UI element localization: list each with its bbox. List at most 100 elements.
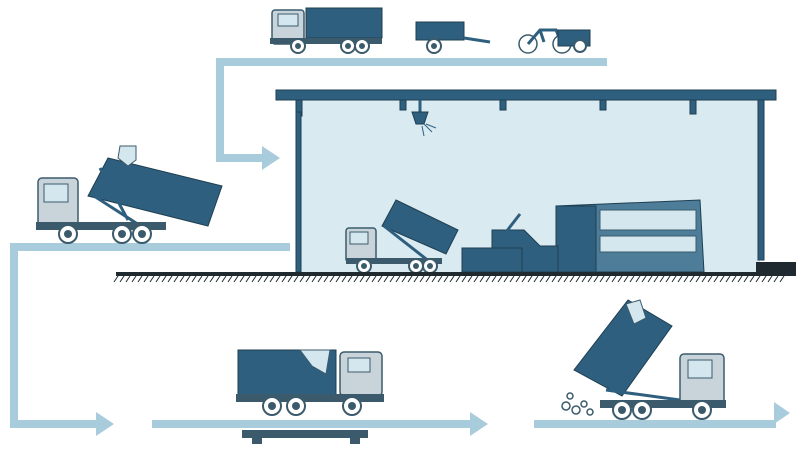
ground-hatch-mark bbox=[149, 275, 155, 283]
ground-hatch-mark bbox=[671, 275, 677, 283]
ground-hatch-mark bbox=[677, 275, 683, 283]
ground-hatch-mark bbox=[695, 275, 701, 283]
ground-hatch-mark bbox=[359, 275, 365, 283]
ground-hatch-mark bbox=[683, 275, 689, 283]
ground-hatch-mark bbox=[371, 275, 377, 283]
ground-hatch-mark bbox=[731, 275, 737, 283]
ground-hatch-mark bbox=[197, 275, 203, 283]
ground-hatch-mark bbox=[449, 275, 455, 283]
ground-hatch-mark bbox=[293, 275, 299, 283]
ground-hatch-mark bbox=[179, 275, 185, 283]
ground-hatch-mark bbox=[119, 275, 125, 283]
waste-pile bbox=[561, 392, 594, 416]
ground-hatch-mark bbox=[485, 275, 491, 283]
ground-hatch-mark bbox=[665, 275, 671, 283]
ground-hatch-mark bbox=[209, 275, 215, 283]
weighbridge-scale bbox=[242, 430, 368, 444]
ground-hatch-mark bbox=[635, 275, 641, 283]
ground-hatch-mark bbox=[509, 275, 515, 283]
tipping-hall bbox=[275, 89, 777, 274]
ground-hatch-mark bbox=[647, 275, 653, 283]
ground-hatch-mark bbox=[761, 275, 767, 283]
ground-hatch-mark bbox=[155, 275, 161, 283]
hook-lift-truck bbox=[270, 7, 383, 54]
ground-hatch-mark bbox=[245, 275, 251, 283]
ground-hatch-mark bbox=[263, 275, 269, 283]
ground-hatch-mark bbox=[587, 275, 593, 283]
roof bbox=[275, 89, 777, 261]
flow-arrow-to-disposal bbox=[152, 412, 488, 436]
ground-hatch-mark bbox=[629, 275, 635, 283]
ground-hatch-mark bbox=[137, 275, 143, 283]
ground-hatch-mark bbox=[353, 275, 359, 283]
ground-hatch-mark bbox=[251, 275, 257, 283]
ground-hatch-mark bbox=[719, 275, 725, 283]
ground-hatch-mark bbox=[347, 275, 353, 283]
ground-hatch-mark bbox=[185, 275, 191, 283]
flow-arrow-exit bbox=[534, 402, 790, 428]
ground-hatch-mark bbox=[767, 275, 773, 283]
ground-hatch-mark bbox=[701, 275, 707, 283]
ground-hatch-mark bbox=[653, 275, 659, 283]
ground-hatch-mark bbox=[395, 275, 401, 283]
ground-hatch-mark bbox=[581, 275, 587, 283]
ground-hatch-mark bbox=[713, 275, 719, 283]
ground-hatch-mark bbox=[527, 275, 533, 283]
ground-hatch-mark bbox=[215, 275, 221, 283]
ground-hatch-mark bbox=[203, 275, 209, 283]
ground-hatch-mark bbox=[131, 275, 137, 283]
ground-hatch-mark bbox=[305, 275, 311, 283]
compactor bbox=[461, 199, 705, 273]
ground-hatch-mark bbox=[389, 275, 395, 283]
ground-hatch-mark bbox=[125, 275, 131, 283]
ground-hatch-mark bbox=[605, 275, 611, 283]
ground-hatch-mark bbox=[437, 275, 443, 283]
ground-hatch-mark bbox=[725, 275, 731, 283]
ground-hatch-mark bbox=[617, 275, 623, 283]
ground-hatch-mark bbox=[287, 275, 293, 283]
ground-hatch-mark bbox=[773, 275, 779, 283]
ground-hatch-mark bbox=[335, 275, 341, 283]
ground-hatch-mark bbox=[521, 275, 527, 283]
ground-hatch-mark bbox=[641, 275, 647, 283]
ground-hatch-mark bbox=[779, 275, 785, 283]
ground-hatch-mark bbox=[341, 275, 347, 283]
ground-hatch-mark bbox=[143, 275, 149, 283]
ground-hatch-mark bbox=[569, 275, 575, 283]
ground-hatch-mark bbox=[707, 275, 713, 283]
ground-hatch-mark bbox=[269, 275, 275, 283]
ground-hatch-mark bbox=[557, 275, 563, 283]
ground-hatch-mark bbox=[593, 275, 599, 283]
ground-hatch-mark bbox=[413, 275, 419, 283]
ground-hatch-mark bbox=[329, 275, 335, 283]
ground-hatch-mark bbox=[311, 275, 317, 283]
ground-hatch-mark bbox=[491, 275, 497, 283]
ground-hatch-mark bbox=[623, 275, 629, 283]
ground-hatch-mark bbox=[479, 275, 485, 283]
ground-hatch-mark bbox=[689, 275, 695, 283]
ground-hatch-mark bbox=[515, 275, 521, 283]
ground bbox=[113, 262, 796, 283]
ground-hatch-mark bbox=[407, 275, 413, 283]
ground-hatch-mark bbox=[377, 275, 383, 283]
ground-hatch-mark bbox=[419, 275, 425, 283]
ground-hatch-mark bbox=[401, 275, 407, 283]
ground-hatch-mark bbox=[611, 275, 617, 283]
ground-hatch-mark bbox=[173, 275, 179, 283]
flow-arrow-top-to-hall bbox=[216, 58, 607, 170]
tipping-truck bbox=[345, 199, 459, 274]
ground-hatch-mark bbox=[737, 275, 743, 283]
ground-hatch-mark bbox=[257, 275, 263, 283]
weighbridge-truck bbox=[236, 349, 384, 416]
ground-hatch-mark bbox=[317, 275, 323, 283]
ground-hatch-mark bbox=[599, 275, 605, 283]
ground-hatch-mark bbox=[191, 275, 197, 283]
ground-hatch-mark bbox=[299, 275, 305, 283]
ground-hatch-mark bbox=[545, 275, 551, 283]
ground-hatch-mark bbox=[749, 275, 755, 283]
ground-hatch-mark bbox=[221, 275, 227, 283]
hook-lift-truck-lifting bbox=[36, 145, 223, 244]
ground-hatch-mark bbox=[425, 275, 431, 283]
disposal-truck bbox=[561, 299, 726, 420]
